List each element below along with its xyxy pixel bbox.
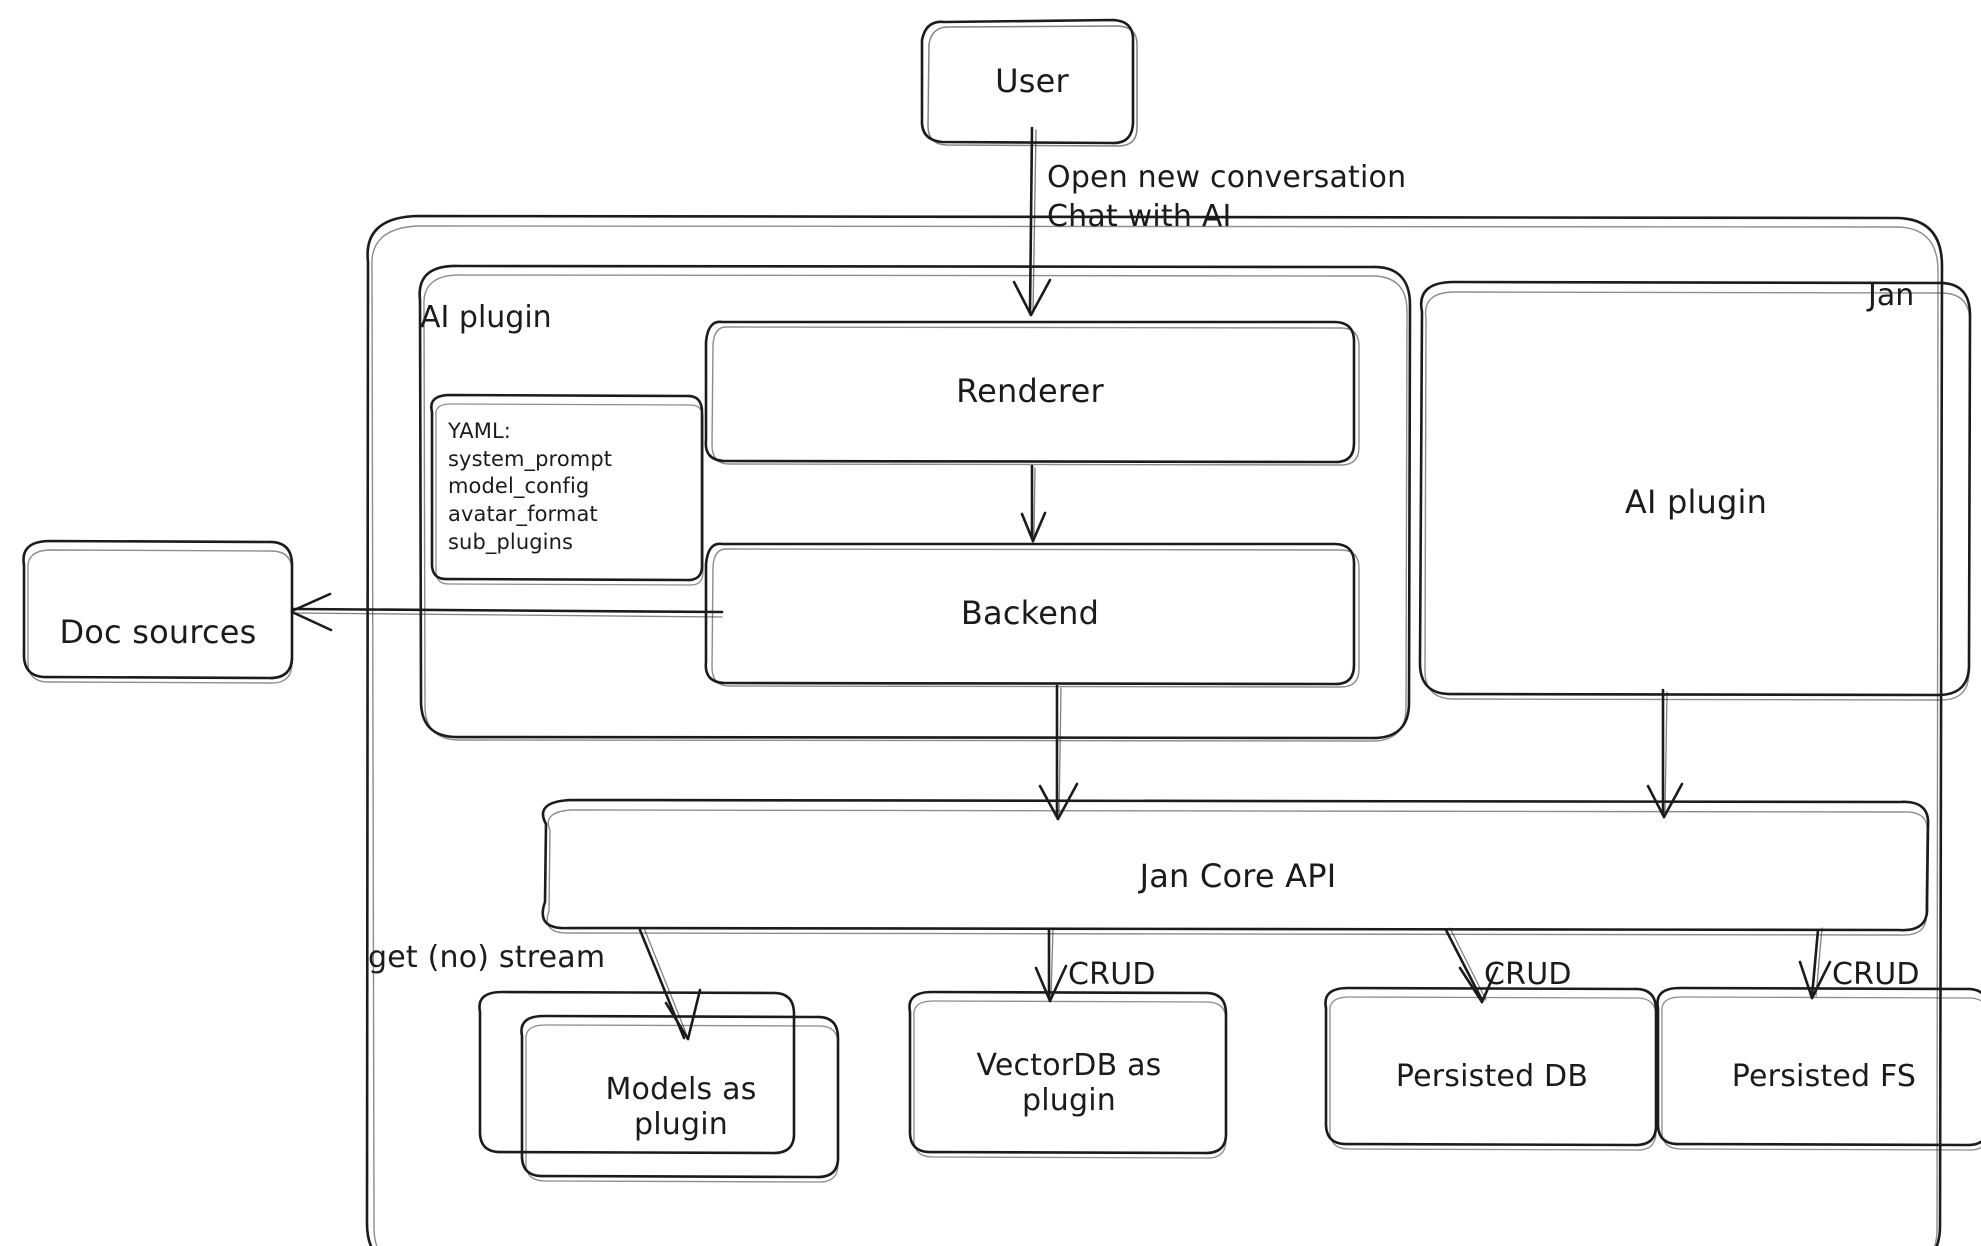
edge-label-user-to-renderer: Open new conversation Chat with AI [1047,160,1407,234]
edge-label-crud-persisted-fs: CRUD [1832,957,1920,992]
ai-plugin-group-label: AI plugin [420,300,552,335]
arrow-ai-plugin-to-core-api [1646,688,1684,819]
arrow-user-to-renderer [1012,126,1052,317]
doc-sources-box-shape [22,539,294,684]
yaml-config-card-label: YAML: system_prompt model_config avatar_… [448,419,613,554]
models-as-plugin-front-shape [520,1014,840,1183]
arrow-core-api-to-vectordb [1034,927,1068,1003]
jan-core-api-shape [541,798,1930,936]
edge-label-get-no-stream: get (no) stream [368,940,606,975]
arrow-core-api-to-persisted-fs [1798,927,1832,1000]
ai-plugin-group-shape [418,264,1412,742]
persisted-db-box-shape [1324,986,1658,1151]
persisted-fs-box-shape [1656,986,1981,1151]
ai-plugin-box-shape [1418,280,1972,701]
arrow-core-api-to-persisted-db [1444,927,1499,1004]
edge-label-crud-vectordb: CRUD [1068,957,1156,992]
arrow-core-api-to-models [638,927,702,1041]
vectordb-box-shape [908,990,1228,1159]
arrow-backend-to-core-api [1038,684,1079,821]
arrow-renderer-to-backend [1020,464,1047,543]
jan-container-shape [365,214,1944,1246]
renderer-box-shape [704,320,1360,466]
jan-container-label: Jan [1868,278,1915,313]
arrow-backend-to-doc-sources [290,592,724,632]
edge-label-crud-persisted-db: CRUD [1484,957,1572,992]
yaml-card-shape [430,393,704,586]
user-box-shape [920,18,1138,147]
backend-box-shape [704,542,1360,688]
models-as-plugin-back-shape [478,990,796,1155]
